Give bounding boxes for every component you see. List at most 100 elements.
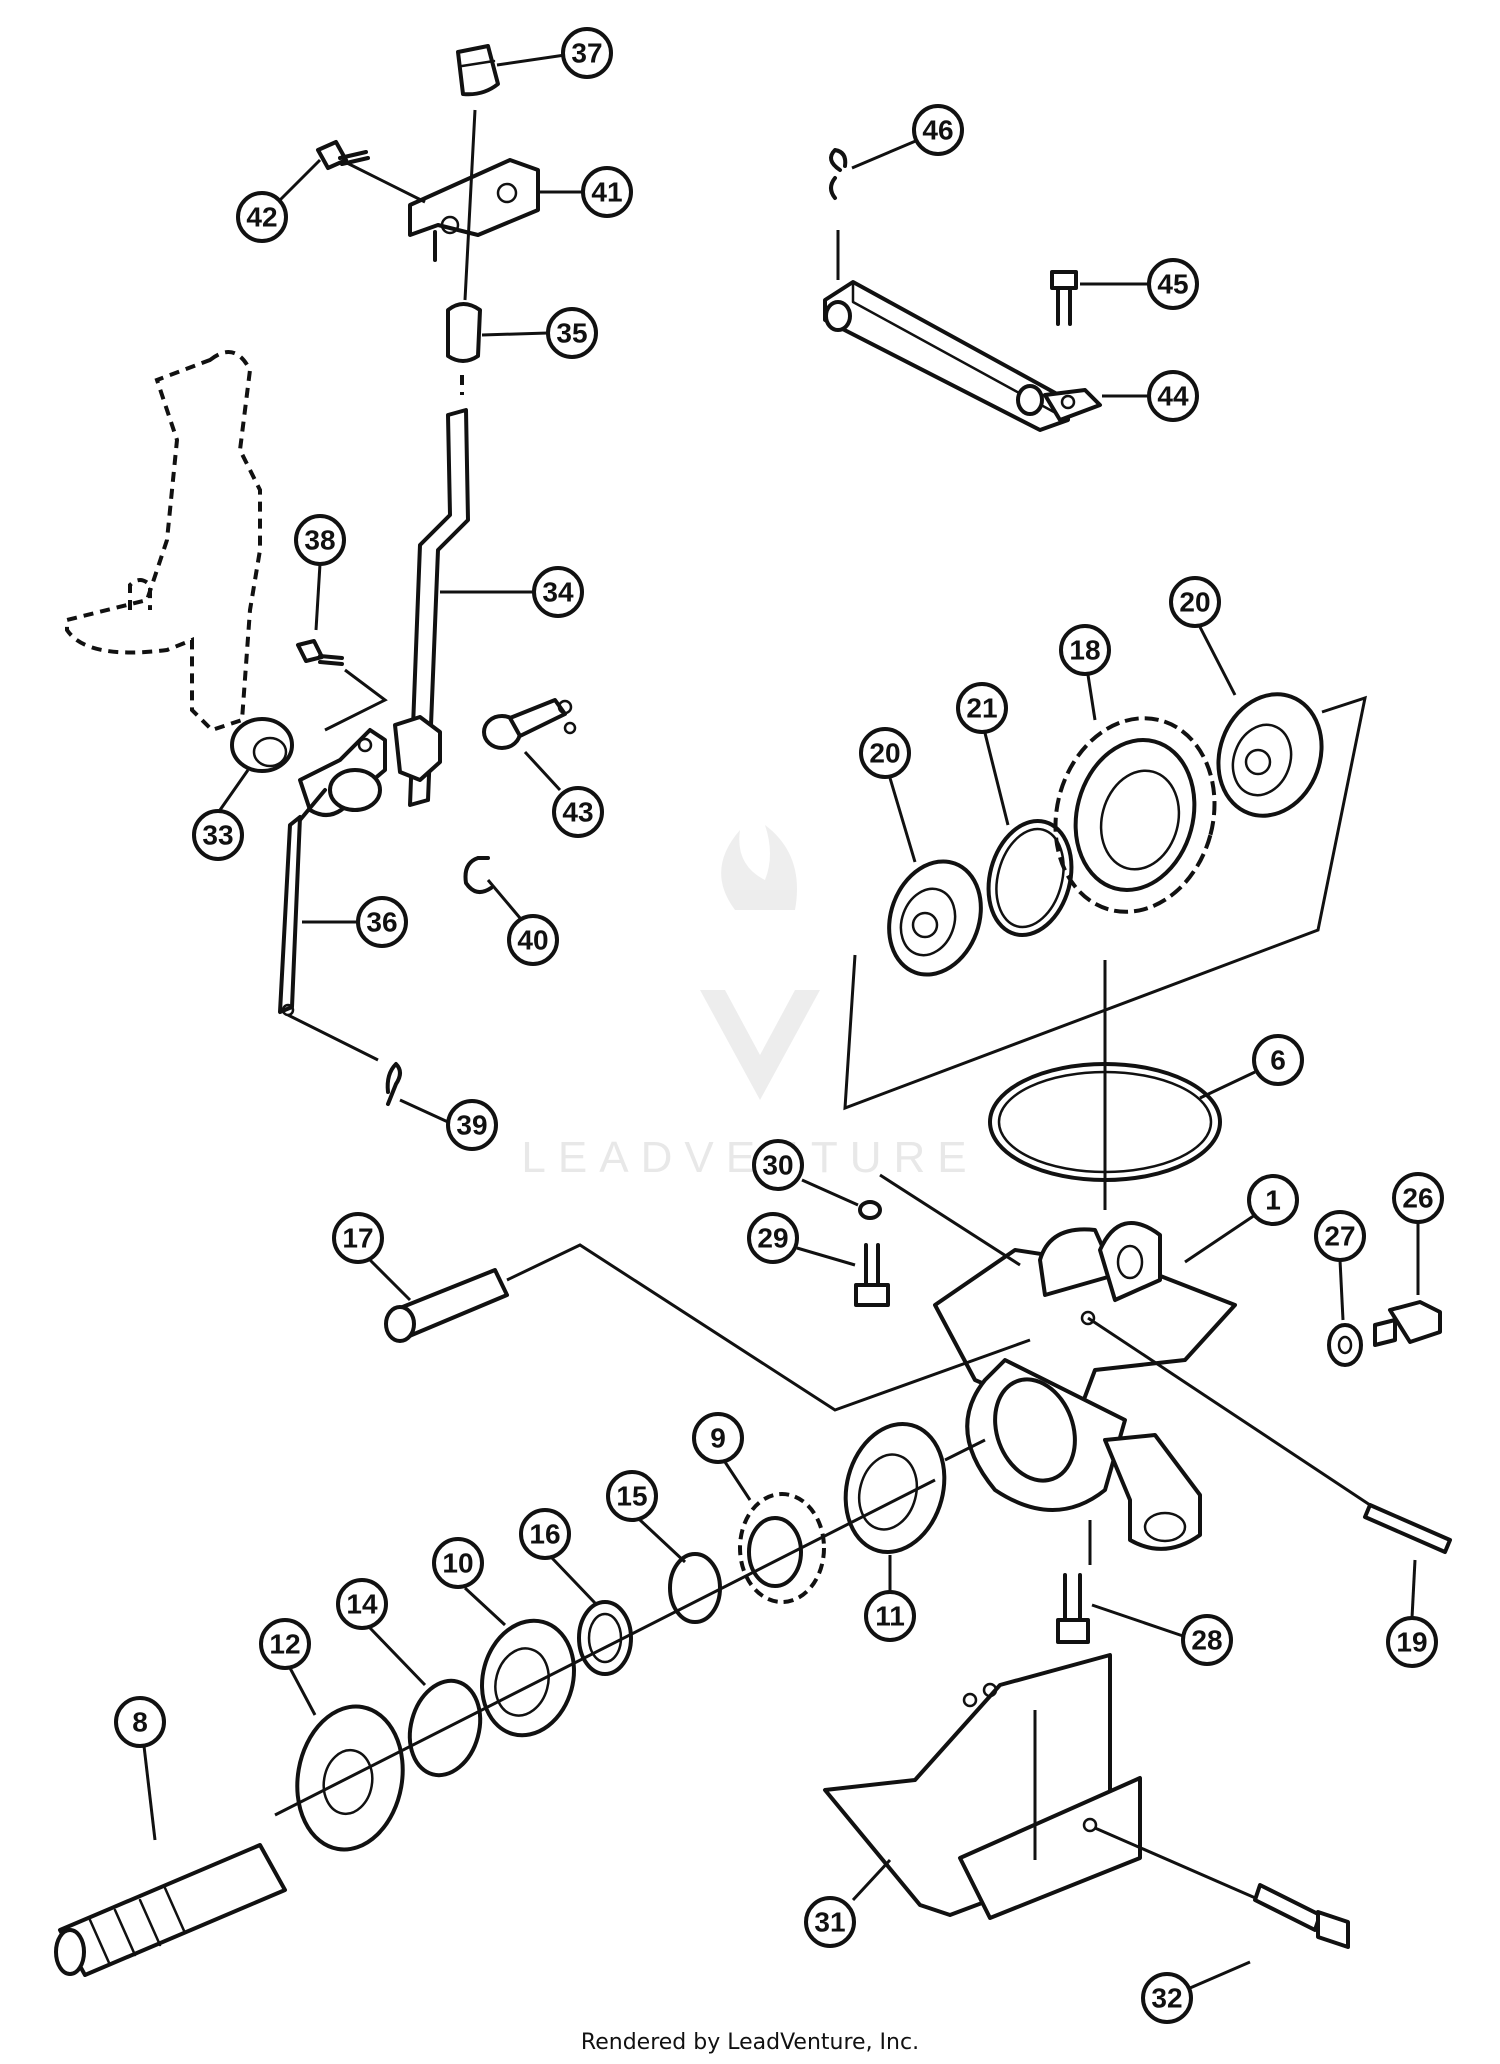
part-32-bolt — [1253, 1883, 1350, 1949]
svg-text:15: 15 — [616, 1481, 647, 1512]
svg-text:26: 26 — [1402, 1183, 1433, 1214]
callout-30[interactable]: 30 — [752, 1139, 859, 1207]
callout-11[interactable]: 11 — [864, 1555, 916, 1642]
svg-text:41: 41 — [591, 177, 622, 208]
svg-text:19: 19 — [1396, 1627, 1427, 1658]
part-21-snap-ring — [986, 819, 1074, 937]
svg-text:38: 38 — [304, 525, 335, 556]
callout-39[interactable]: 39 — [399, 1098, 498, 1151]
svg-text:6: 6 — [1270, 1045, 1286, 1076]
callout-40[interactable]: 40 — [486, 879, 559, 966]
part-42-bolt — [316, 140, 426, 204]
part-14-snap-ring — [407, 1678, 483, 1778]
part-43-switch — [482, 698, 577, 750]
callout-32[interactable]: 32 — [1141, 1960, 1251, 2024]
svg-text:29: 29 — [757, 1223, 788, 1254]
callout-33[interactable]: 33 — [192, 769, 250, 861]
callout-15[interactable]: 15 — [606, 1470, 687, 1564]
svg-text:11: 11 — [875, 1601, 905, 1632]
part-36-link-rod — [278, 788, 327, 1017]
part-28-bolt — [1056, 1573, 1090, 1644]
part-46-pin — [829, 148, 848, 200]
callout-43[interactable]: 43 — [523, 750, 604, 838]
svg-text:35: 35 — [556, 318, 587, 349]
part-33-bushing — [230, 717, 294, 773]
part-37-knob — [456, 44, 500, 97]
svg-text:8: 8 — [132, 1707, 148, 1738]
callout-17[interactable]: 17 — [332, 1212, 412, 1302]
leader-11-housing — [944, 1438, 986, 1462]
callout-27[interactable]: 27 — [1314, 1210, 1366, 1321]
callout-34[interactable]: 34 — [440, 566, 584, 618]
callout-16[interactable]: 16 — [519, 1508, 597, 1605]
callout-36[interactable]: 36 — [302, 896, 408, 948]
part-34-lever — [393, 408, 470, 807]
part-8-shaft — [54, 1843, 287, 1977]
callout-35[interactable]: 35 — [481, 307, 598, 359]
callout-20-upper[interactable]: 20 — [1169, 576, 1237, 696]
svg-text:28: 28 — [1191, 1625, 1222, 1656]
svg-text:36: 36 — [366, 907, 397, 938]
watermark-text: LEADVENTURE — [521, 1133, 978, 1182]
svg-text:46: 46 — [922, 115, 953, 146]
part-18-gear — [1053, 716, 1217, 914]
callout-46[interactable]: 46 — [851, 104, 964, 170]
svg-text:27: 27 — [1324, 1221, 1355, 1252]
callout-26[interactable]: 26 — [1392, 1172, 1444, 1295]
callout-10[interactable]: 10 — [432, 1537, 507, 1627]
callout-44[interactable]: 44 — [1102, 370, 1199, 422]
callout-6[interactable]: 6 — [1199, 1034, 1304, 1100]
part-20-bearing-upper — [1216, 692, 1324, 818]
svg-text:17: 17 — [342, 1223, 373, 1254]
leader-36-39 — [287, 1013, 379, 1062]
svg-text:9: 9 — [710, 1423, 726, 1454]
callout-37[interactable]: 37 — [496, 27, 613, 79]
svg-text:40: 40 — [517, 925, 548, 956]
part-20-bearing-lower — [887, 859, 983, 977]
part-26-plug — [1373, 1300, 1442, 1347]
leader-19-housing — [1087, 1316, 1371, 1507]
part-29-bolt — [854, 1243, 890, 1307]
part-41-bracket — [408, 158, 540, 262]
part-6-o-ring — [988, 1062, 1222, 1182]
part-17-pin — [384, 1268, 509, 1343]
callout-38[interactable]: 38 — [294, 514, 346, 631]
part-30-washer — [858, 1200, 882, 1220]
leader-38-bracket — [324, 668, 388, 732]
svg-text:20: 20 — [869, 738, 900, 769]
leader-17-housing — [506, 1243, 1031, 1412]
callout-12[interactable]: 12 — [259, 1618, 317, 1716]
callout-18[interactable]: 18 — [1059, 624, 1111, 721]
callout-20-lower[interactable]: 20 — [859, 727, 917, 863]
callout-42[interactable]: 42 — [236, 158, 322, 243]
callout-9[interactable]: 9 — [692, 1412, 752, 1501]
callout-31[interactable]: 31 — [804, 1858, 892, 1948]
callout-1[interactable]: 1 — [1184, 1174, 1299, 1264]
svg-text:18: 18 — [1069, 635, 1100, 666]
leader-32-shield — [1094, 1826, 1261, 1902]
part-10-bearing — [480, 1618, 576, 1738]
part-44-bar — [823, 280, 1102, 432]
callout-19[interactable]: 19 — [1386, 1559, 1438, 1668]
part-1-housing — [933, 1221, 1237, 1551]
svg-text:44: 44 — [1157, 381, 1189, 412]
callout-29[interactable]: 29 — [747, 1212, 856, 1267]
svg-text:31: 31 — [814, 1907, 845, 1938]
part-9-gear — [738, 1492, 826, 1604]
svg-text:12: 12 — [269, 1629, 300, 1660]
leadventure-watermark: LEADVENTURE — [521, 825, 978, 1182]
svg-text:10: 10 — [442, 1548, 473, 1579]
svg-text:14: 14 — [346, 1589, 378, 1620]
part-11-bearing — [843, 1421, 947, 1555]
callout-28[interactable]: 28 — [1091, 1603, 1233, 1666]
callout-21[interactable]: 21 — [956, 682, 1010, 826]
svg-text:37: 37 — [571, 38, 602, 69]
callout-8[interactable]: 8 — [114, 1696, 166, 1841]
svg-text:21: 21 — [966, 693, 997, 724]
callout-14[interactable]: 14 — [336, 1578, 427, 1687]
svg-text:34: 34 — [542, 577, 574, 608]
render-credit: Rendered by LeadVenture, Inc. — [580, 2030, 920, 2055]
callout-45[interactable]: 45 — [1080, 258, 1199, 310]
svg-text:45: 45 — [1157, 269, 1188, 300]
callout-41[interactable]: 41 — [537, 166, 633, 218]
